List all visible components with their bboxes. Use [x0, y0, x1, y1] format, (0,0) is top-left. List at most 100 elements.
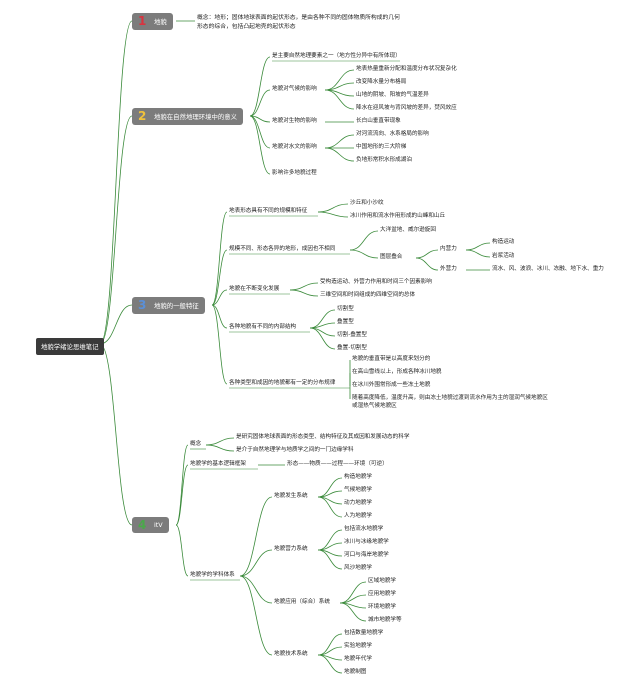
connector-line	[211, 304, 228, 329]
t4-item: 包括数量地貌学	[344, 630, 384, 636]
connector-line	[239, 549, 273, 577]
number-1-icon: 1	[138, 14, 147, 28]
t3-item: 地表形态具有不同的规模和特征	[229, 208, 308, 214]
t2-item: 地貌对气候的影响	[272, 86, 317, 92]
t4-item: 构造地貌学	[344, 474, 372, 480]
connector-line	[175, 464, 189, 526]
t4-item: 是介于自然地理学与地质学之间的一门边缘学科	[236, 447, 354, 453]
t4-item: 形态——物质——过程——环境（可逆）	[287, 461, 388, 467]
t2-item: 是主要自然地理要素之一（地方性分异中有所体现）	[272, 53, 401, 59]
t2-item: 改变降水量分布格局	[356, 79, 407, 85]
t4-item: 应用地貌学	[368, 591, 396, 597]
t4-item: 人为地貌学	[344, 513, 372, 519]
t4-item: 河口与海岸地貌学	[344, 552, 389, 558]
t3-item: 三维空间和时间组成的四维空间的总体	[320, 292, 416, 298]
t4-item: 实验地貌学	[344, 643, 372, 649]
connector-line	[289, 282, 319, 291]
connector-line	[324, 147, 355, 162]
connector-line	[309, 327, 336, 337]
connector-line	[211, 211, 228, 306]
t3-item: 或湿热气候地貌区	[352, 403, 397, 409]
connector-line	[211, 289, 228, 306]
connector-line	[205, 444, 235, 452]
t4-item: 动力地貌学	[344, 500, 372, 506]
t3-item: 叠置型	[337, 319, 354, 325]
t3-item: 在冰川外围常形成一些冻土地貌	[352, 382, 431, 388]
t4-item: 概念	[190, 441, 202, 447]
t4-item: 地貌制图	[344, 669, 367, 675]
connector-line	[99, 343, 133, 526]
t4-item: 是研究固体地球表面的形态类型、结构特征及其成因和发展动态的科学	[236, 434, 410, 440]
topic-1-desc-line-2: 形态的综合，包括凸起地壳的起伏形态	[197, 24, 296, 30]
t3-item: 构造运动	[492, 239, 515, 245]
connector-line	[99, 115, 133, 345]
connector-line	[415, 257, 439, 271]
t2-item: 地表热量重新分配和温度分布状况复杂化	[356, 66, 457, 72]
connector-line	[317, 529, 343, 551]
t3-item: 流水、风、波浪、冰川、冻融、地下水、重力	[492, 266, 604, 272]
t4-item: 地貌学的基本逻辑框架	[190, 461, 246, 467]
connector-line	[211, 304, 228, 385]
topic-3-title: 地貌的一般特征	[154, 302, 199, 310]
connector-line	[175, 444, 189, 526]
t2-item: 降水在迎风坡与背风坡的差异，焚风效应	[356, 105, 457, 111]
connector-line	[309, 327, 336, 350]
topic-1-desc: 概念：地形；固体地球表面的起伏形态，是由各种不同的固体物质所构成的几何 形态的综…	[197, 14, 400, 32]
topic-2-node: 2 地貌在自然地理环境中的意义	[132, 108, 244, 125]
connector-line	[349, 230, 379, 251]
t4-item: 包括流水地貌学	[344, 526, 384, 532]
t4-item: 地貌营力系统	[274, 546, 308, 552]
t2-item: 对河流流向、水系格局的影响	[356, 131, 429, 137]
connector-line	[99, 20, 133, 345]
number-2-icon: 2	[138, 109, 147, 123]
t2-item: 负地形常积水形成湖泊	[356, 157, 412, 163]
t4-item: 地貌学的学科体系	[190, 572, 235, 578]
t3-item: 切割-叠置型	[337, 332, 367, 338]
connector-line	[211, 249, 228, 306]
root-node: 地貌学绪论思维笔记	[36, 338, 104, 355]
t2-item: 中国地形的三大阶梯	[356, 144, 407, 150]
t4-item: 地貌发生系统	[274, 493, 308, 499]
t3-item: 地貌的垂直带是以高度来划分的	[352, 356, 431, 362]
connector-line	[317, 646, 343, 656]
t3-item: 冰川作用和流水作用形成的山峰和山丘	[350, 213, 446, 219]
connector-line	[349, 249, 379, 259]
t4-item: 区域地貌学	[368, 578, 396, 584]
t3-item: 规模不同、形态各异的地形，成因也不相同	[229, 246, 336, 252]
t4-item: 冰川与冰缘地貌学	[344, 539, 389, 545]
connector-line	[339, 581, 367, 604]
connector-line	[249, 56, 271, 117]
t3-item: 地貌在不断变化发展	[229, 286, 280, 292]
connector-line	[317, 654, 343, 674]
topic-4-title: itV	[154, 521, 163, 529]
connector-line	[465, 242, 491, 251]
connector-line	[249, 115, 271, 175]
topic-2-title: 地貌在自然地理环境中的意义	[154, 113, 238, 121]
topic-1-title: 地貌	[154, 18, 167, 26]
connector-line	[317, 496, 343, 518]
t2-item: 长白山垂直带现象	[356, 118, 401, 124]
t4-item: 气候地貌学	[344, 487, 372, 493]
connector-line	[99, 304, 133, 345]
t3-item: 沙丘和小沙纹	[350, 200, 384, 206]
connector-line	[415, 249, 439, 259]
t4-item: 环境地貌学	[368, 604, 396, 610]
t3-item: 受构造运动、外营力作用和时间三个因素影响	[320, 279, 432, 285]
connector-line	[317, 549, 343, 570]
t3-item: 在高山雪线以上，形成各种冰川地貌	[352, 369, 442, 375]
t4-item: 地貌技术系统	[274, 651, 308, 657]
topic-1-node: 1 地貌	[132, 13, 173, 30]
number-3-icon: 3	[138, 298, 147, 312]
t2-item: 山地的阴坡、阳坡的气温差异	[356, 92, 429, 98]
connector-line	[317, 633, 343, 656]
connector-line	[317, 203, 349, 213]
connector-line	[205, 437, 235, 446]
connector-line	[239, 575, 273, 604]
topic-1-desc-line-1: 概念：地形；固体地球表面的起伏形态，是由各种不同的固体物质所构成的几何	[197, 15, 400, 21]
connector-line	[324, 89, 355, 110]
t3-item: 各种地貌有不同的内部结构	[229, 324, 297, 330]
connector-line	[465, 249, 491, 258]
t3-item: 各种类型和成因的地貌都有一定的分布规律	[229, 380, 336, 386]
t4-item: 地貌年代学	[344, 656, 372, 662]
